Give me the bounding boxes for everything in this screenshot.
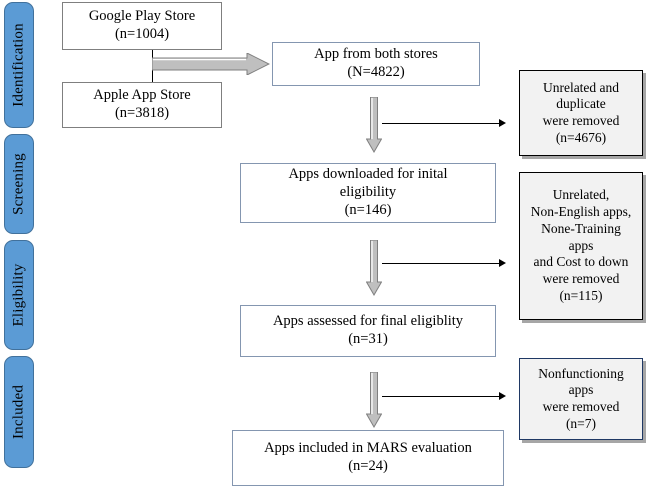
excl2-line3: None-Training <box>541 220 621 236</box>
box-exclusion-1: Unrelated and duplicate were removed (n=… <box>519 70 643 156</box>
box-apple-app-store: Apple App Store (n=3818) <box>62 82 222 128</box>
excl2-line2: Non-English apps, <box>530 204 632 220</box>
box-both-stores-line2: (N=4822) <box>347 64 405 80</box>
flow-down-block-arrow-3 <box>365 371 383 429</box>
box-apps-included: Apps included in MARS evaluation (n=24) <box>232 430 504 486</box>
excl1-line3: were removed <box>542 113 620 128</box>
exclusion-arrowhead-2 <box>499 259 506 267</box>
excl1-line4: (n=4676) <box>555 129 607 145</box>
box-included-line1: Apps included in MARS evaluation <box>264 440 472 457</box>
box-apps-assessed: Apps assessed for final eligiblity (n=31… <box>240 305 496 357</box>
box-apps-downloaded: Apps downloaded for inital eligibility (… <box>240 163 496 223</box>
box-google-play-store: Google Play Store (n=1004) <box>62 2 222 50</box>
stage-label-eligibility: Eligibility <box>10 263 27 327</box>
stage-label-identification: Identification <box>10 23 27 107</box>
box-both-stores-line1: App from both stores <box>314 46 438 63</box>
exclusion-arrowhead-3 <box>499 392 506 400</box>
excl3-line1: Nonfunctioning <box>538 365 624 381</box>
stage-bar-identification: Identification <box>4 2 34 128</box>
box-apple-store-line1: Apple App Store <box>93 87 191 104</box>
box-app-from-both-stores: App from both stores (N=4822) <box>272 42 480 86</box>
stage-label-screening: Screening <box>10 153 27 215</box>
excl2-line7: (n=115) <box>559 287 603 303</box>
exclusion-line-2 <box>382 263 500 264</box>
excl2-line1: Unrelated, <box>552 187 610 203</box>
box-apple-store-line2: (n=3818) <box>114 105 170 121</box>
excl3-line3: were removed <box>542 399 620 414</box>
excl3-line4: (n=7) <box>565 415 597 431</box>
box-assessed-line2: (n=31) <box>348 331 388 347</box>
stage-bar-screening: Screening <box>4 134 34 234</box>
excl2-line4: apps <box>568 237 594 253</box>
exclusion-line-1 <box>382 123 500 124</box>
box-downloaded-line1: Apps downloaded for inital <box>288 166 448 183</box>
stage-label-included: Included <box>10 384 27 440</box>
excl1-line2: duplicate <box>556 96 606 112</box>
box-downloaded-line3: (n=146) <box>344 201 392 218</box>
excl2-line6: were removed <box>542 271 620 287</box>
box-downloaded-line2: eligibility <box>339 184 397 201</box>
flow-down-block-arrow-2 <box>365 239 383 297</box>
excl2-line5: and Cost to down <box>533 254 629 270</box>
stage-bar-eligibility: Eligibility <box>4 240 34 350</box>
box-assessed-line1: Apps assessed for final eligiblity <box>272 313 464 330</box>
merge-right-block-arrow <box>151 52 271 76</box>
box-google-play-line2: (n=1004) <box>114 26 170 42</box>
box-google-play-line1: Google Play Store <box>88 8 196 25</box>
exclusion-line-3 <box>382 396 500 397</box>
excl3-line2: apps <box>568 382 594 398</box>
flow-down-block-arrow-1 <box>365 96 383 154</box>
exclusion-arrowhead-1 <box>499 119 506 127</box>
box-exclusion-2: Unrelated, Non-English apps, None-Traini… <box>519 172 643 320</box>
box-exclusion-3: Nonfunctioning apps were removed (n=7) <box>519 358 643 440</box>
box-included-line2: (n=24) <box>348 458 388 474</box>
stage-bar-included: Included <box>4 356 34 468</box>
excl1-line1: Unrelated and <box>542 79 620 95</box>
